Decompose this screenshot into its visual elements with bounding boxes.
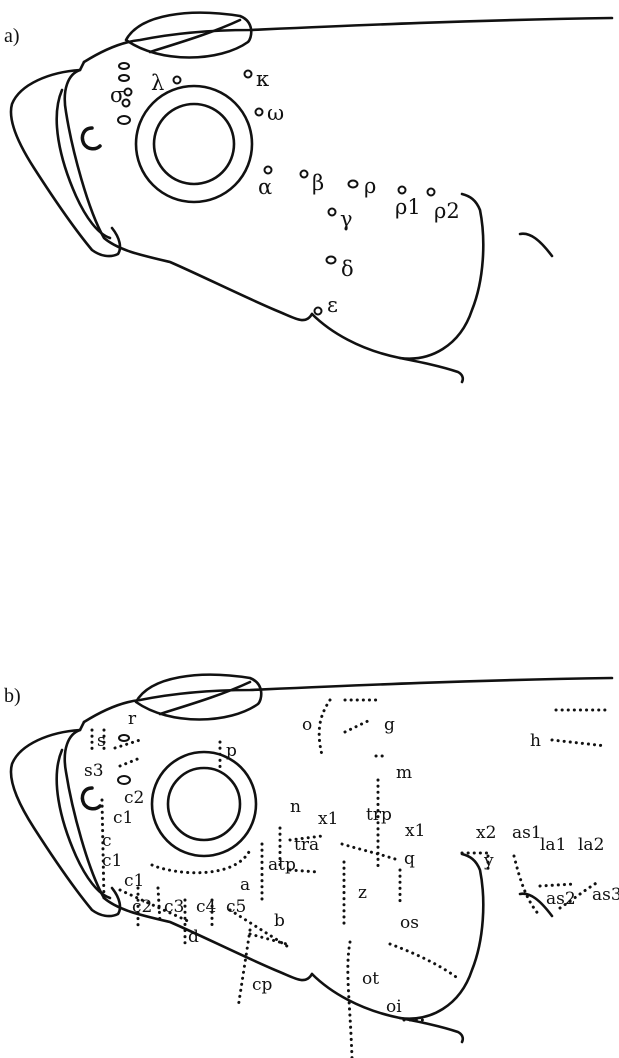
pore-label-epsilon: ε <box>327 293 338 317</box>
line-dots <box>152 850 250 873</box>
pore-label-sigma: σ <box>110 83 124 107</box>
panel-a-label: a) <box>4 25 20 47</box>
nostril-pore <box>118 776 130 784</box>
line-label-la1: la1 <box>540 835 566 855</box>
panel-a: a) σ λ κ ω α β ρ γ ρ1 ρ2 δ ε <box>0 0 619 400</box>
line-label-b: b <box>274 911 285 931</box>
line-label-x2: x2 <box>476 823 496 843</box>
pore <box>174 77 181 84</box>
line-label-os: os <box>400 913 419 933</box>
pore <box>329 209 336 216</box>
line-label-c4: c4 <box>196 897 216 917</box>
line-label-la2: la2 <box>578 835 604 855</box>
pore <box>256 109 263 116</box>
line-label-n: n <box>290 797 301 817</box>
line-dots <box>552 740 606 746</box>
pore-label-rho2: ρ2 <box>434 199 460 223</box>
line-dots <box>120 758 140 766</box>
line-label-c2-upper: c2 <box>124 788 144 808</box>
line-label-as2: as2 <box>546 889 576 909</box>
line-label-trp: trp <box>366 805 392 825</box>
pore <box>245 71 252 78</box>
pore <box>119 75 129 81</box>
eye-inner-ring <box>154 104 234 184</box>
line-label-as1: as1 <box>512 823 542 843</box>
line-label-c: c <box>102 831 112 851</box>
line-label-oi: oi <box>386 997 402 1017</box>
line-label-h: h <box>530 731 541 751</box>
pore-label-gamma: γ <box>340 207 353 231</box>
line-label-d: d <box>188 927 199 947</box>
line-label-o: o <box>302 715 312 735</box>
pore <box>125 89 132 96</box>
pore <box>399 187 406 194</box>
pore-label-lambda: λ <box>151 71 164 95</box>
pore-label-rho: ρ <box>364 174 376 198</box>
line-label-y: y <box>483 851 494 871</box>
line-label-q: q <box>404 849 415 869</box>
line-label-c5: c5 <box>226 897 246 917</box>
line-label-as3: as3 <box>592 885 619 905</box>
line-label-c1-lower: c1 <box>102 851 122 871</box>
line-dots <box>319 700 330 755</box>
line-label-s: s <box>97 731 106 751</box>
nostril-pore <box>119 735 129 741</box>
pore <box>349 181 358 188</box>
line-dots <box>540 884 574 886</box>
pore-label-rho1: ρ1 <box>395 195 421 219</box>
pectoral-base <box>400 358 463 382</box>
line-label-z: z <box>358 883 367 903</box>
line-label-x1-right: x1 <box>405 821 425 841</box>
supraorbital-bump <box>126 13 251 58</box>
line-label-m: m <box>396 763 412 783</box>
fish-head-diagram-b: b) r s s3 c2 c1 c c1 <box>0 660 619 1058</box>
line-label-r: r <box>128 709 137 729</box>
panel-b: b) r s s3 c2 c1 c c1 <box>0 660 619 1058</box>
fin-stub <box>520 234 552 256</box>
line-dots <box>514 856 540 916</box>
line-label-c1: c1 <box>124 871 144 891</box>
line-label-c1-upper: c1 <box>113 808 133 828</box>
pore-label-alpha: α <box>258 175 272 199</box>
supraorbital-bump-inner <box>160 682 250 714</box>
line-label-p: p <box>226 741 237 761</box>
pore <box>119 63 129 69</box>
line-label-c3: c3 <box>164 897 184 917</box>
line-label-s3: s3 <box>84 761 104 781</box>
nostril <box>82 128 100 149</box>
nostril <box>82 788 100 809</box>
pore-label-beta: β <box>312 171 324 195</box>
eye-inner-ring <box>168 768 240 840</box>
pore <box>315 308 322 315</box>
line-label-x1-left: x1 <box>318 809 338 829</box>
line-label-atp: atp <box>268 855 296 875</box>
line-dots <box>345 720 370 732</box>
line-label-ot: ot <box>362 969 379 989</box>
belly-outline <box>312 854 483 1019</box>
pore <box>301 171 308 178</box>
line-label-tra: tra <box>294 835 319 855</box>
pore <box>428 189 435 196</box>
line-dots <box>238 930 250 1008</box>
pore-label-omega: ω <box>267 101 284 125</box>
pore <box>327 257 336 264</box>
line-label-c2: c2 <box>132 897 152 917</box>
line-dots <box>390 944 460 980</box>
line-label-cp: cp <box>252 975 273 995</box>
pore-label-kappa: κ <box>256 67 269 91</box>
line-label-g: g <box>384 715 395 735</box>
pectoral-base <box>400 1018 463 1042</box>
line-dots <box>342 844 398 860</box>
pore <box>265 167 272 174</box>
line-label-a: a <box>240 875 250 895</box>
pore <box>118 116 130 124</box>
pore-label-delta: δ <box>341 257 354 281</box>
line-dots <box>158 888 160 922</box>
panel-b-label: b) <box>4 685 21 707</box>
fish-head-diagram-a: a) σ λ κ ω α β ρ γ ρ1 ρ2 δ ε <box>0 0 619 400</box>
